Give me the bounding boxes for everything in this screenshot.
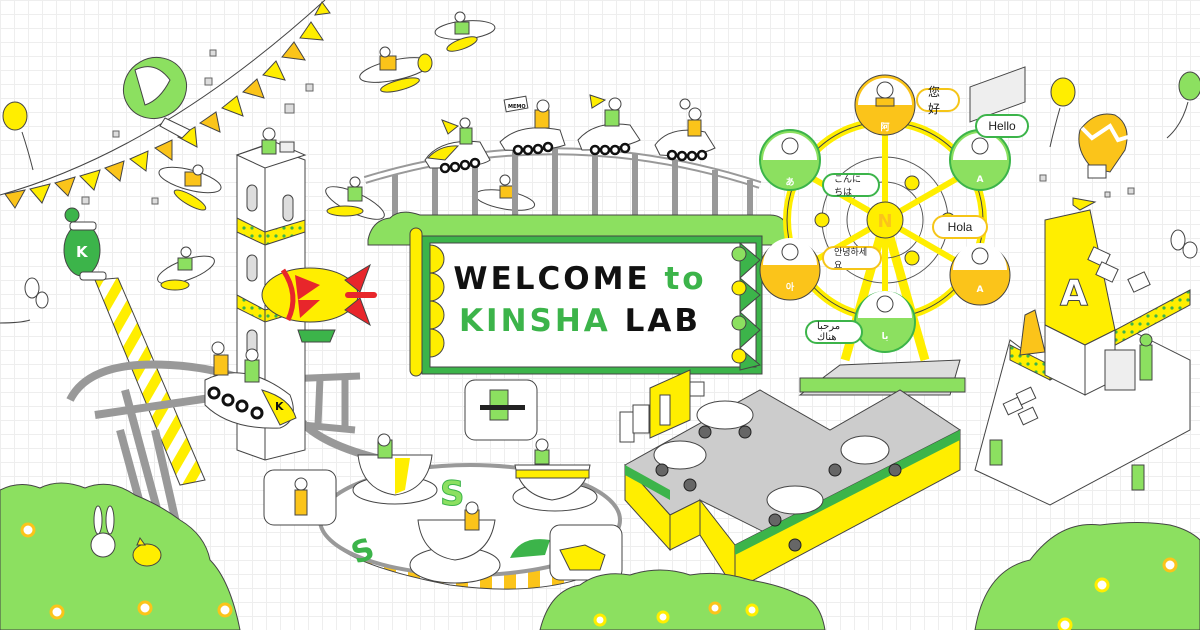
greeting-english: Hello — [975, 114, 1029, 138]
gondola-label-lower-right: A — [976, 285, 984, 295]
greeting-spanish: Hola — [932, 215, 988, 239]
coaster-car-k-label: K — [275, 400, 284, 413]
hot-air-balloon-amber — [1078, 113, 1129, 179]
bridge-car-4 — [654, 98, 716, 162]
gondola-upper-right — [949, 129, 1011, 191]
memo-sign-text: MEMO — [508, 104, 526, 110]
kinsha-word: KINSHA — [459, 303, 611, 339]
bush-bottom-center — [539, 569, 826, 630]
welcome-line-1: WELCOME to — [440, 258, 720, 300]
plane-orange-pilot-2 — [158, 164, 222, 211]
gondola-label-upper-left: あ — [785, 178, 795, 188]
factory: A — [969, 66, 1191, 506]
gondola-label-bottom: يا — [881, 332, 889, 342]
gondola-bottom — [854, 291, 916, 353]
plane-green-pilot-center — [325, 176, 385, 220]
greeting-arabic: مرحبا هناك — [805, 320, 863, 344]
teacup-letter-s-1: S — [440, 474, 465, 514]
to-word: to — [664, 261, 707, 297]
balloon-green-right — [1166, 71, 1200, 139]
striped-pole: K — [63, 207, 206, 486]
gondolas — [759, 74, 1011, 353]
plane-green-pilot — [434, 11, 496, 52]
teacup-left — [352, 433, 438, 505]
gondola-label-lower-left: 아 — [785, 283, 795, 293]
pole-k-label: K — [76, 243, 89, 261]
welcome-word: WELCOME — [453, 261, 651, 297]
teacup-center — [409, 501, 501, 584]
lab-word: LAB — [624, 303, 701, 339]
bush-bottom-right — [974, 522, 1200, 630]
gondola-top — [854, 74, 916, 136]
plane-green-pilot-left — [157, 246, 215, 291]
gondola-lower-left — [759, 238, 821, 301]
soldier-bubble — [464, 379, 538, 441]
butterfly-left — [0, 277, 49, 324]
ferris-hub-label: N — [877, 211, 892, 232]
gondola-upper-left — [759, 129, 821, 191]
teacup-right — [512, 438, 598, 512]
bridge-car-2: MEMO — [499, 95, 566, 156]
hot-air-balloon-green — [122, 56, 191, 139]
bush-bottom-left — [0, 482, 241, 630]
welcome-sign-text: WELCOME to KINSHA LAB — [440, 258, 720, 342]
bridge-car-1 — [424, 117, 491, 174]
bumper-car-platform — [624, 389, 961, 592]
teacup-ride: S S — [318, 433, 622, 590]
bridge-cars: MEMO — [424, 94, 716, 174]
bridge-car-3 — [577, 94, 641, 156]
bunny — [90, 505, 116, 558]
gondola-lower-right — [949, 243, 1011, 306]
butterfly-right — [1170, 229, 1198, 259]
fox — [132, 536, 162, 567]
plane-orange-pilot-bridge — [474, 174, 536, 211]
confetti — [81, 49, 1135, 205]
welcome-line-2: KINSHA LAB — [440, 300, 720, 342]
greeting-korean: 안녕하세요 — [822, 246, 882, 270]
plane-orange-pilot-1 — [359, 46, 433, 93]
welcome-sign-frame — [409, 227, 763, 377]
greeting-chinese: 您好 — [916, 85, 960, 116]
bunting-flags — [0, 0, 331, 209]
screens-panels — [619, 369, 705, 443]
blimp — [261, 263, 377, 343]
balloon-yellow-left — [2, 101, 34, 171]
greeting-japanese: こんにちは — [822, 173, 880, 197]
winged-creature-bubble — [549, 524, 623, 581]
gondola-label-top: 阿 — [880, 123, 890, 133]
girl-sword-bubble — [263, 469, 337, 526]
paper-flags — [1002, 246, 1151, 426]
gondola-label-upper-right: A — [976, 175, 984, 185]
factory-letter-a: A — [1060, 273, 1088, 314]
balloon-yellow-right — [1049, 77, 1076, 148]
coaster-car-k: K — [204, 341, 297, 429]
